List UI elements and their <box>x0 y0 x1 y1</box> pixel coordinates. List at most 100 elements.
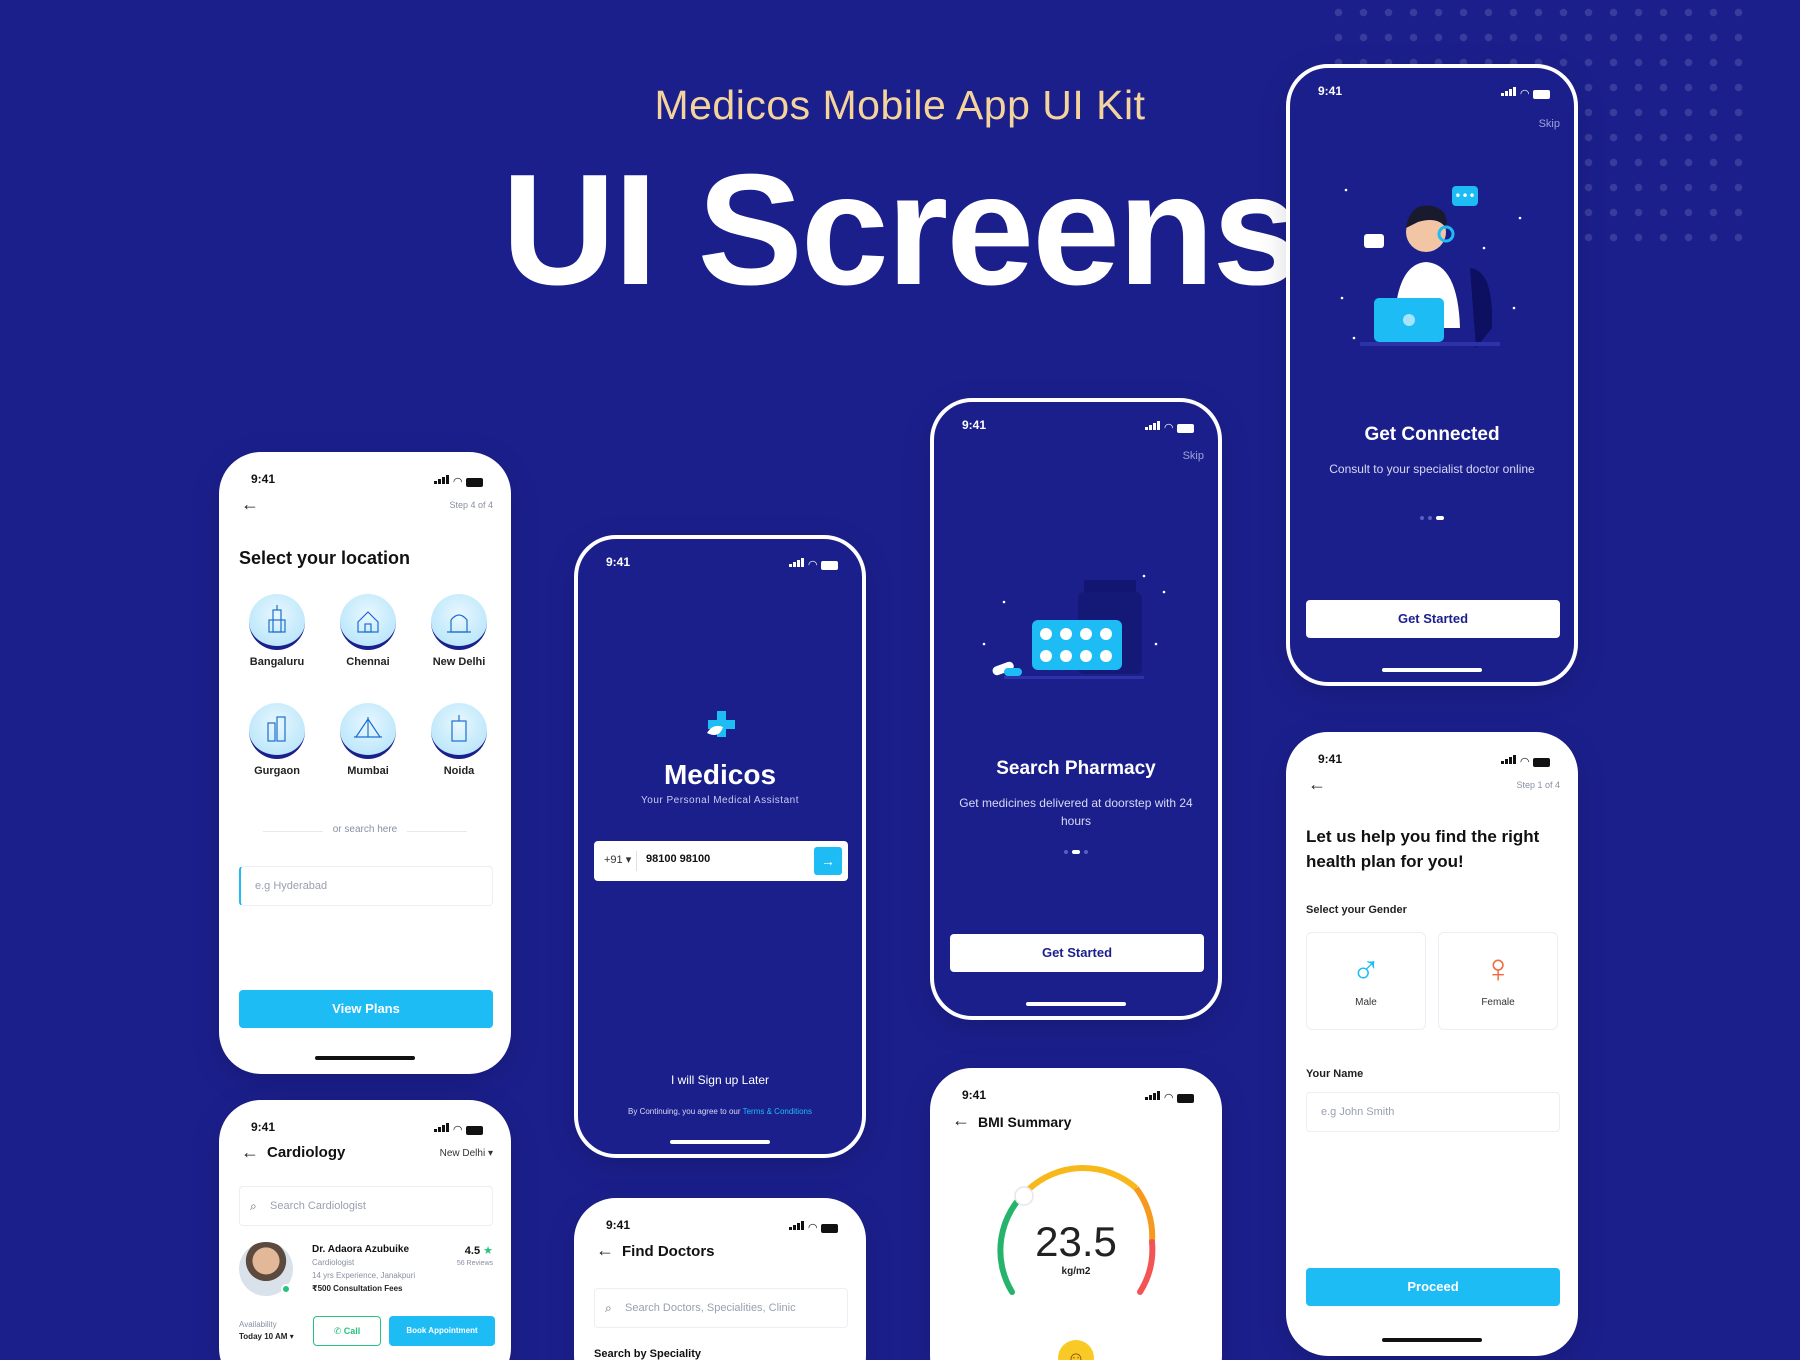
star-icon: ★ <box>483 1245 493 1257</box>
signal-icon <box>788 556 805 570</box>
screen-title: BMI Summary <box>978 1114 1072 1130</box>
get-started-button[interactable]: Get Started <box>1306 600 1560 638</box>
submit-arrow-button[interactable]: → <box>814 847 842 875</box>
city-gurgaon[interactable]: Gurgaon <box>237 703 317 777</box>
brand-name: Medicos <box>663 759 777 790</box>
wifi-icon: ◠ <box>808 559 817 571</box>
signal-icon <box>433 473 450 487</box>
battery-icon <box>821 1224 838 1233</box>
cardiologist-search-input[interactable]: ⌕Search Cardiologist <box>239 1186 493 1226</box>
doctor-rating: 4.5 ★ <box>465 1244 493 1257</box>
city-selector-label: New Delhi <box>439 1148 486 1159</box>
battery-icon <box>1533 90 1550 99</box>
status-time: 9:41 <box>251 472 276 486</box>
gender-female-card[interactable]: ♀ Female <box>1438 932 1558 1030</box>
phone-icon: ✆ <box>333 1326 342 1336</box>
proceed-button[interactable]: Proceed <box>1306 1268 1560 1306</box>
connected-body: Consult to your specialist doctor online <box>1329 462 1535 476</box>
doctor-search-input[interactable]: ⌕Search Doctors, Specialities, Clinic <box>594 1288 848 1328</box>
signal-icon <box>1500 753 1517 767</box>
view-plans-button[interactable]: View Plans <box>239 990 493 1028</box>
carousel-dots <box>1290 516 1574 520</box>
gender-male-card[interactable]: ♂ Male <box>1306 932 1426 1030</box>
name-input[interactable]: e.g John Smith <box>1306 1092 1560 1132</box>
status-time: 9:41 <box>1318 752 1343 766</box>
mumbai-landmark-icon <box>340 703 396 759</box>
skip-link[interactable]: Skip <box>1182 450 1204 462</box>
male-icon: ♂ <box>1351 947 1381 991</box>
city-chennai[interactable]: Chennai <box>328 594 408 668</box>
wifi-icon: ◠ <box>1164 1092 1173 1104</box>
city-name: Bangaluru <box>249 656 305 668</box>
call-button-label: Call <box>343 1326 361 1336</box>
signal-icon <box>1144 419 1161 433</box>
bangaluru-landmark-icon <box>249 594 305 650</box>
wifi-icon: ◠ <box>1164 422 1173 434</box>
sign-up-later-link[interactable]: I will Sign up Later <box>670 1073 770 1087</box>
page-title: UI Screens <box>501 142 1301 318</box>
chevron-down-icon: ▾ <box>487 1148 493 1159</box>
back-arrow-icon[interactable]: ← <box>596 1240 614 1260</box>
female-label: Female <box>1481 997 1515 1008</box>
availability-value-text: Today 10 AM <box>239 1332 288 1341</box>
svg-text:•••: ••• <box>1454 189 1475 203</box>
city-name: Noida <box>443 765 475 777</box>
terms-link[interactable]: Terms & Conditions <box>742 1107 812 1116</box>
search-icon: ⌕ <box>250 1199 257 1213</box>
city-name: Chennai <box>346 656 390 668</box>
chevron-down-icon: ▾ <box>625 854 632 866</box>
bmi-gauge <box>986 1152 1166 1312</box>
status-bar: 9:41 ◠ <box>602 553 838 571</box>
skip-link[interactable]: Skip <box>1538 118 1560 130</box>
chevron-down-icon: ▾ <box>289 1332 294 1341</box>
city-noida[interactable]: Noida <box>419 703 499 777</box>
phone-input[interactable]: +91 ▾ 98100 98100 → <box>594 841 848 881</box>
city-name: Mumbai <box>347 765 389 777</box>
home-indicator <box>670 1140 770 1144</box>
city-bangaluru[interactable]: Bangaluru <box>237 594 317 668</box>
book-appointment-button[interactable]: Book Appointment <box>389 1316 495 1346</box>
back-arrow-icon[interactable]: ← <box>241 494 259 514</box>
search-placeholder: Search Doctors, Specialities, Clinic <box>625 1302 796 1314</box>
back-arrow-icon[interactable]: ← <box>952 1110 970 1130</box>
step-indicator: Step 4 of 4 <box>449 500 493 510</box>
phone-get-connected: 9:41 ◠ Skip ••• Get Connected Consult to… <box>1286 64 1578 686</box>
city-new-delhi[interactable]: New Delhi <box>419 594 499 668</box>
gender-label: Select your Gender <box>1306 904 1407 916</box>
location-search-input[interactable]: e.g Hyderabad <box>239 866 493 906</box>
city-selector[interactable]: New Delhi ▾ <box>440 1148 493 1159</box>
phone-select-location: 9:41 ◠ ← Step 4 of 4 Select your locatio… <box>219 452 511 1074</box>
phone-find-doctors: 9:41 ◠ ← Find Doctors ⌕Search Doctors, S… <box>574 1198 866 1360</box>
smiley-face-icon: ☺ <box>1058 1340 1094 1360</box>
signal-icon <box>433 1121 450 1135</box>
chennai-landmark-icon <box>340 594 396 650</box>
signal-icon <box>1144 1089 1161 1103</box>
status-bar: 9:41 ◠ <box>1314 750 1550 768</box>
battery-icon <box>466 1126 483 1135</box>
status-bar: 9:41 ◠ <box>247 1118 483 1136</box>
phone-health-plan: 9:41 ◠ ← Step 1 of 4 Let us help you fin… <box>1286 732 1578 1356</box>
back-arrow-icon[interactable]: ← <box>241 1142 259 1162</box>
home-indicator <box>315 1056 415 1060</box>
step-indicator: Step 1 of 4 <box>1516 780 1560 790</box>
country-code-selector[interactable]: +91 ▾ <box>604 853 631 866</box>
battery-icon <box>1177 1094 1194 1103</box>
signal-icon <box>788 1219 805 1233</box>
connected-heading: Get Connected <box>1364 424 1500 445</box>
home-indicator <box>1382 668 1482 672</box>
pharmacy-heading: Search Pharmacy <box>996 758 1156 779</box>
battery-icon <box>466 478 483 487</box>
city-name: Gurgaon <box>254 765 300 777</box>
city-mumbai[interactable]: Mumbai <box>328 703 408 777</box>
call-button[interactable]: ✆ Call <box>313 1316 381 1346</box>
terms-prefix: By Continuing, you agree to our <box>628 1107 743 1116</box>
status-time: 9:41 <box>606 1218 631 1232</box>
availability-value[interactable]: Today 10 AM ▾ <box>239 1332 294 1341</box>
get-started-button[interactable]: Get Started <box>950 934 1204 972</box>
wifi-icon: ◠ <box>808 1222 817 1234</box>
input-divider <box>636 851 637 871</box>
phone-cardiology: 9:41 ◠ ← Cardiology New Delhi ▾ ⌕Search … <box>219 1100 511 1360</box>
phone-bmi-summary: 9:41 ◠ ← BMI Summary 23.5 kg/m2 ☺ <box>930 1068 1222 1360</box>
battery-icon <box>1533 758 1550 767</box>
back-arrow-icon[interactable]: ← <box>1308 774 1326 794</box>
